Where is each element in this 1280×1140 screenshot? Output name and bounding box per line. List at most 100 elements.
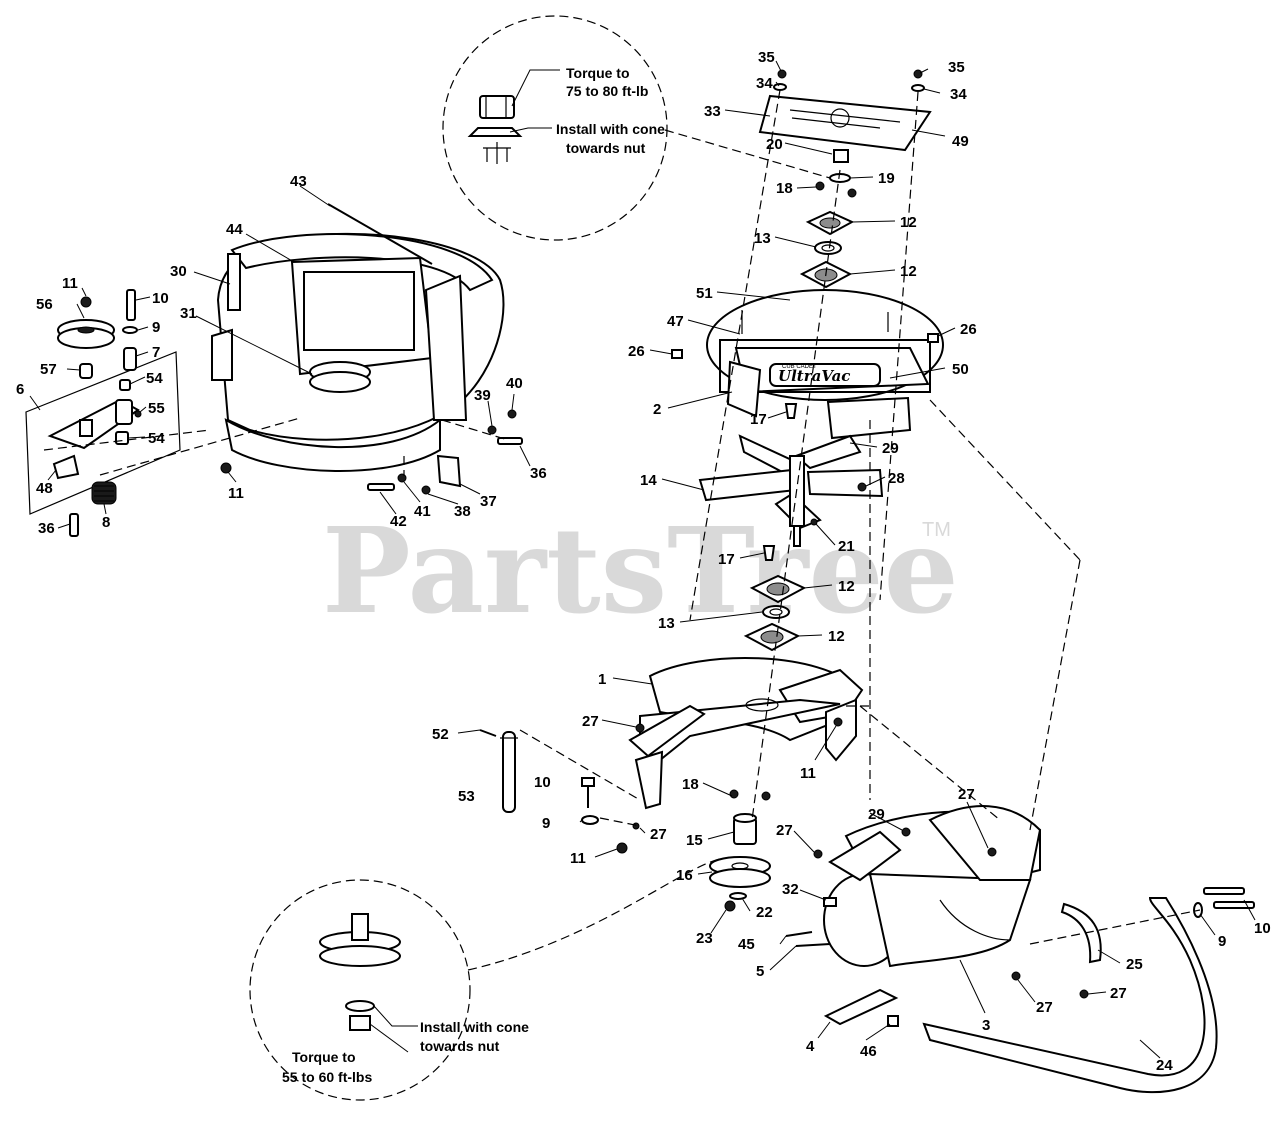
callout-label: 18 [682,776,699,793]
callout-label: 15 [686,832,703,849]
callout-label: 27 [1036,999,1053,1016]
callout-label: 57 [40,361,57,378]
idler-panel-6 [25,351,181,515]
clip-52 [479,729,497,737]
upper-housing: UltraVac CUB CADET [706,289,944,440]
bolt-32 [823,897,837,907]
callout-label: 9 [1218,933,1226,950]
bracket-4 [823,988,899,1026]
pulley-16 [709,856,771,888]
callout-label: 27 [958,786,975,803]
callout-label: 35 [758,49,775,66]
washer-9-mid [581,815,599,825]
callout-label: 36 [38,520,55,537]
callout-label: 10 [534,774,551,791]
note-top-install-line1: Install with cone [556,121,665,137]
bolt-26-left [671,349,683,359]
assembly-dash-lines [43,89,1201,945]
callout-label: 27 [650,826,667,843]
callout-label: 38 [454,503,471,520]
callout-label: 5 [756,963,764,980]
callout-label: 6 [16,381,24,398]
brand-logo-text: UltraVac [778,367,850,385]
lower-housing-1 [628,656,864,810]
callout-label: 26 [960,321,977,338]
callout-label: 31 [180,305,197,322]
note-bottom-install-line2: towards nut [420,1038,500,1054]
key-21 [810,518,818,526]
nut-27-b [632,822,640,830]
callout-label: 35 [948,59,965,76]
callout-label: 27 [776,822,793,839]
nut-35-right [913,69,923,79]
bushing-54-b [115,431,129,445]
callout-label: 37 [480,493,497,510]
callout-label: 33 [704,103,721,120]
pulley-56 [57,319,115,349]
callout-label: 41 [414,503,431,520]
callout-label: 24 [1156,1057,1173,1074]
brand-small-text: CUB CADET [782,364,817,370]
bolt-36-right [497,437,523,445]
callout-label: 17 [718,551,735,568]
nut-27-far [1079,989,1089,999]
callout-label: 47 [667,313,684,330]
callout-label: 10 [152,290,169,307]
strap-25 [1060,902,1102,964]
chute-assembly [823,805,1042,968]
bushing-54-a [119,379,131,391]
callout-label: 28 [888,470,905,487]
idler-arm [47,398,140,450]
callout-label: 12 [828,628,845,645]
callout-label: 30 [170,263,187,280]
nut-18-top [815,181,825,191]
spring-8 [91,481,117,505]
pulley-detail-icon [319,913,401,1031]
nut-27-right [1011,971,1021,981]
spacer-15 [733,813,757,845]
nut-27-chute-a [813,849,823,859]
washer-34-right [911,84,925,92]
callout-label: 7 [152,344,160,361]
pin-45 [785,931,813,937]
nut-28 [857,482,867,492]
callout-label: 13 [754,230,771,247]
nut-27-chute-b [987,847,997,857]
callout-label: 29 [882,440,899,457]
bolt-10-left [126,289,136,321]
bolt-46 [887,1015,899,1027]
bolt-10-mid [581,777,595,808]
callout-label: 3 [982,1017,990,1034]
callout-label: 27 [1110,985,1127,1002]
callout-label: 48 [36,480,53,497]
screw-55 [134,410,142,418]
detail-circle-top [442,15,831,241]
bracket-37 [436,454,462,488]
callout-label: 54 [148,430,165,447]
bolt-36-left [69,513,79,537]
callout-label: 10 [1254,920,1271,937]
callout-label: 4 [806,1038,815,1055]
callout-label: 1 [598,671,606,688]
watermark-text: PartsTree [322,501,959,640]
callout-label: 29 [868,806,885,823]
callout-label: 14 [640,472,657,489]
callout-label: 42 [390,513,407,530]
callout-label: 8 [102,514,110,531]
spacer-7 [123,347,137,371]
callout-label: 19 [878,170,895,187]
callout-label: 11 [570,850,586,867]
callout-label: 36 [530,465,547,482]
callout-label: 50 [952,361,969,378]
callout-label: 2 [653,401,661,418]
note-top-torque-line2: 75 to 80 ft-lb [566,83,648,99]
callout-label: 16 [676,867,693,884]
callout-label: 49 [952,133,969,150]
note-bottom-torque-line2: 55 to 60 ft-lbs [282,1069,372,1085]
bolt-17-lower [762,545,776,561]
callout-label: 44 [226,221,243,238]
callout-label: 25 [1126,956,1143,973]
nut-11-lower [616,842,628,854]
nut-27-left [635,723,645,733]
